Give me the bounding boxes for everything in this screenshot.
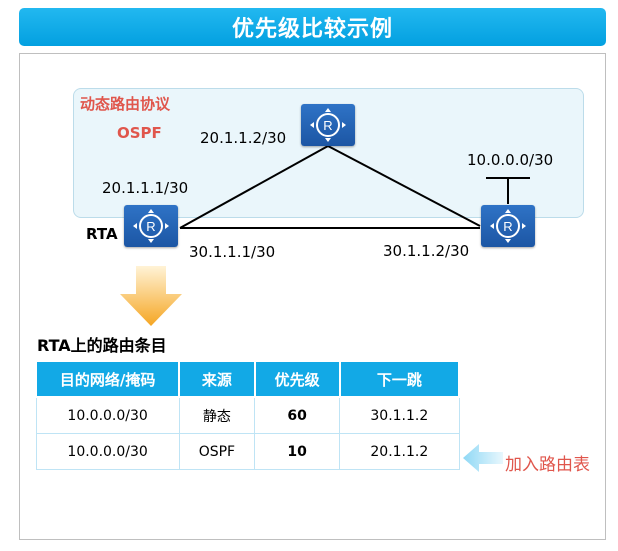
cell-destination: 10.0.0.0/30: [35, 396, 180, 434]
header-next-hop: 下一跳: [338, 360, 461, 398]
router-icon: R: [490, 209, 526, 243]
svg-text:R: R: [503, 219, 512, 234]
label-top-router-ip: 20.1.1.2/30: [200, 129, 287, 147]
cell-next-hop: 30.1.1.2: [339, 396, 460, 434]
router-icon: R: [310, 108, 346, 142]
header-preference: 优先级: [253, 360, 341, 398]
cell-next-hop: 20.1.1.2: [339, 433, 460, 470]
svg-text:R: R: [146, 219, 155, 234]
cell-destination: 10.0.0.0/30: [35, 433, 180, 470]
table-header-row: 目的网络/掩码 来源 优先级 下一跳: [34, 360, 461, 398]
label-rta-top-ip: 20.1.1.1/30: [102, 179, 189, 197]
header-source: 来源: [178, 360, 256, 398]
label-rta: RTA: [86, 225, 118, 243]
router-right: R: [481, 205, 535, 247]
table-row: 10.0.0.0/30 静态 60 30.1.1.2: [35, 396, 460, 434]
cell-preference: 60: [254, 396, 341, 434]
link-rta-top: [179, 145, 329, 229]
svg-text:R: R: [323, 118, 332, 133]
table-row: 10.0.0.0/30 OSPF 10 20.1.1.2: [35, 433, 460, 470]
region-protocol: OSPF: [117, 124, 162, 142]
label-right-router-ip: 30.1.1.2/30: [383, 242, 470, 260]
region-name: 动态路由协议: [80, 95, 171, 113]
table-title: RTA上的路由条目: [37, 336, 167, 355]
cell-source: 静态: [178, 396, 256, 434]
label-right-network: 10.0.0.0/30: [467, 151, 554, 169]
annotation-add-to-table: 加入路由表: [505, 455, 590, 475]
router-top: R: [301, 104, 355, 146]
arrow-down-icon: [120, 266, 182, 326]
page-title: 优先级比较示例: [19, 8, 606, 46]
router-rta: R: [124, 205, 178, 247]
cell-source: OSPF: [178, 433, 256, 470]
label-rta-bottom-ip: 30.1.1.1/30: [189, 243, 276, 261]
router-icon: R: [133, 209, 169, 243]
cell-preference: 10: [254, 433, 341, 470]
routing-table: 目的网络/掩码 来源 优先级 下一跳 10.0.0.0/30 静态 60 30.…: [34, 360, 461, 470]
link-top-right: [327, 145, 481, 227]
arrow-left-icon: [463, 444, 503, 472]
header-destination: 目的网络/掩码: [34, 360, 181, 398]
